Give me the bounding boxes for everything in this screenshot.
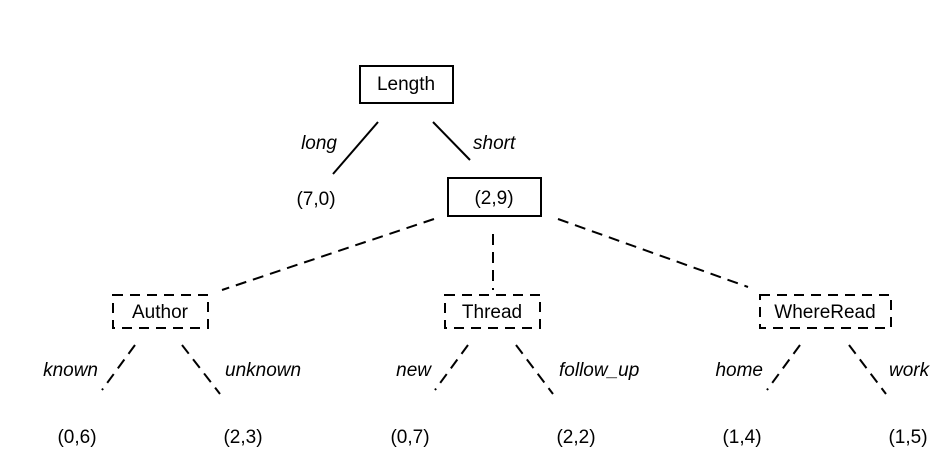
split-thread: Thread <box>444 294 541 329</box>
split-whereread-box <box>759 294 892 329</box>
split-author-box <box>112 294 209 329</box>
edge-label-known: known <box>43 360 98 381</box>
edge-label-new: new <box>396 360 432 381</box>
edge-label-long: long <box>301 133 337 154</box>
root-node-box <box>359 65 454 104</box>
root-node: Length <box>359 65 454 104</box>
root-node-label: Length <box>377 74 435 95</box>
edge-known <box>101 344 136 391</box>
edge-follow-up <box>515 344 554 395</box>
edge-label-unknown: unknown <box>225 360 301 381</box>
leaf-home: (1,4) <box>722 427 761 448</box>
short-child-node: (2,9) <box>447 177 542 217</box>
short-child-node-label: (2,9) <box>474 188 513 209</box>
edge-unknown <box>181 344 221 395</box>
edge-label-follow-up: follow_up <box>559 360 639 381</box>
leaf-long: (7,0) <box>296 189 335 210</box>
candidate-edge-whereread <box>557 218 749 288</box>
edge-label-work: work <box>889 360 931 381</box>
edge-short <box>432 121 471 161</box>
edge-work <box>848 344 887 395</box>
split-author-label: Author <box>132 302 189 323</box>
split-thread-label: Thread <box>462 302 522 323</box>
split-thread-box <box>444 294 541 329</box>
leaf-work: (1,5) <box>888 427 927 448</box>
split-whereread-label: WhereRead <box>774 302 875 323</box>
leaf-unknown: (2,3) <box>223 427 262 448</box>
leaf-new: (0,7) <box>390 427 429 448</box>
leaf-follow-up: (2,2) <box>556 427 595 448</box>
candidate-edge-author <box>221 218 435 291</box>
short-child-node-box <box>447 177 542 217</box>
leaf-known: (0,6) <box>57 427 96 448</box>
split-whereread: WhereRead <box>759 294 892 329</box>
edge-new <box>434 344 469 391</box>
edge-home <box>766 344 801 391</box>
split-author: Author <box>112 294 209 329</box>
edge-label-short: short <box>473 133 516 154</box>
edge-label-home: home <box>715 360 763 381</box>
edge-long <box>332 121 379 175</box>
